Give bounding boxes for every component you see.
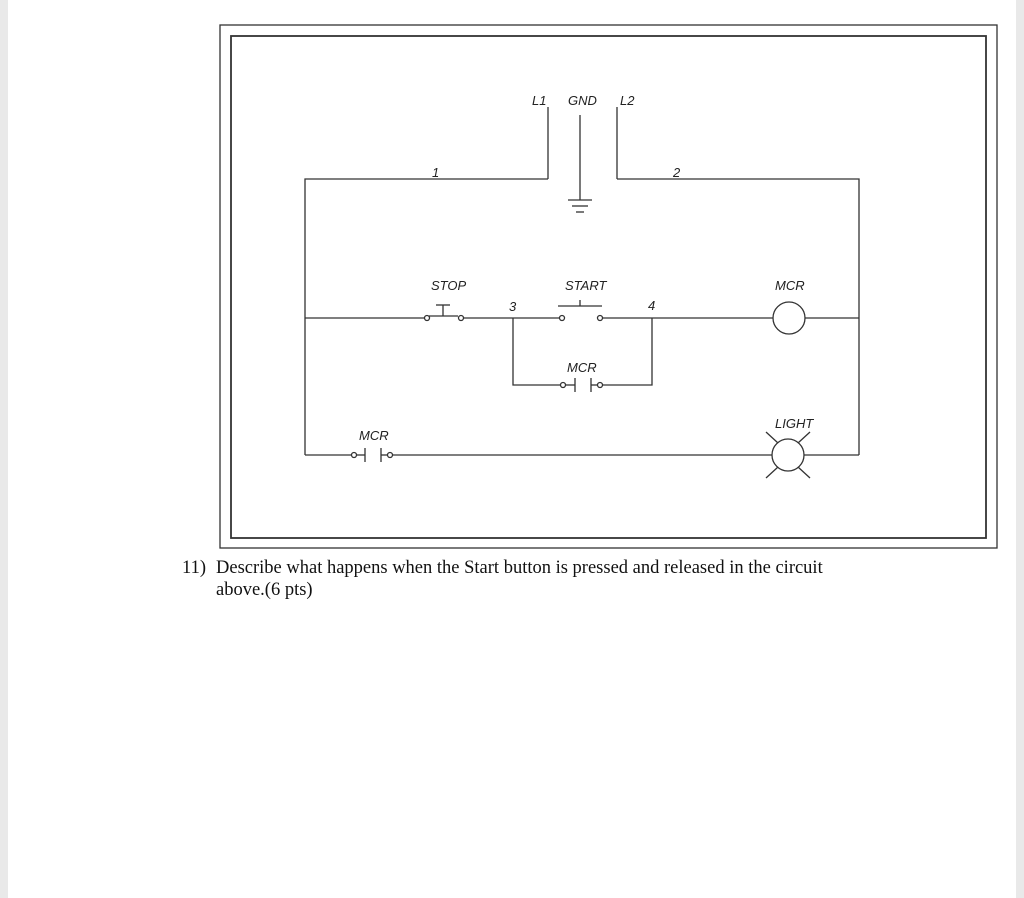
stop-label: STOP — [431, 278, 466, 293]
light-label: LIGHT — [775, 416, 814, 431]
start-contact-left — [558, 314, 566, 322]
document-page: L1 GND L2 1 2 3 4 STOP START MCR MCR MCR… — [8, 0, 1016, 898]
start-label: START — [565, 278, 607, 293]
inner-frame — [230, 35, 987, 539]
l1-label: L1 — [532, 93, 546, 108]
ladder-diagram: L1 GND L2 1 2 3 4 STOP START MCR MCR MCR… — [219, 24, 998, 549]
outer-frame — [219, 24, 998, 549]
seal-in-contact-label: MCR — [567, 360, 597, 375]
question-line-2: above.(6 pts) — [216, 580, 313, 600]
mcr-coil-label: MCR — [775, 278, 805, 293]
wire-1-label: 1 — [432, 165, 439, 180]
wire-3-label: 3 — [509, 299, 517, 314]
mcr-coil-icon — [772, 301, 806, 335]
light-icon — [771, 438, 805, 472]
mcr-contact-label: MCR — [359, 428, 389, 443]
stop-contact-left — [423, 314, 431, 322]
question-line-1: 11) Describe what happens when the Start … — [182, 557, 902, 579]
wire-1 — [304, 178, 548, 455]
question-number: 11) — [182, 558, 206, 578]
gnd-label: GND — [568, 93, 597, 108]
wire-4-label: 4 — [648, 298, 655, 313]
wire-2 — [617, 178, 860, 455]
question-line-1-text: Describe what happens when the Start but… — [216, 558, 823, 578]
wire-2-label: 2 — [672, 165, 681, 180]
l2-label: L2 — [620, 93, 635, 108]
question-text: 11) Describe what happens when the Start … — [182, 557, 902, 601]
